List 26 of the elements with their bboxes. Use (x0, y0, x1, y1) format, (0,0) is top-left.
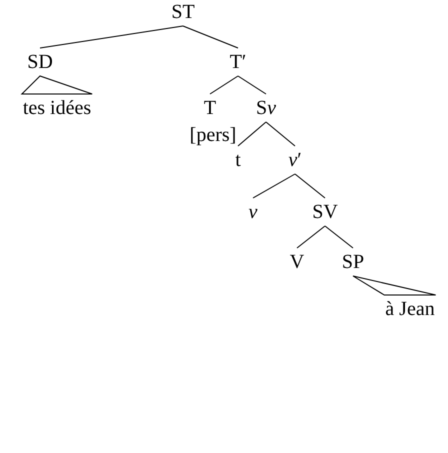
triangle-branch (352, 276, 436, 296)
tree-node-label: v′ (287, 148, 303, 172)
tree-node-label: Sv (255, 96, 277, 120)
tree-node-label: SP (340, 250, 366, 274)
tree-branch (238, 122, 266, 146)
tree-node-label: t (234, 148, 242, 172)
tree-node-label: T′ (228, 50, 248, 74)
tree-node-label: SD (26, 50, 54, 74)
tree-branch (238, 76, 266, 94)
tree-branch (210, 76, 238, 94)
tree-branch (324, 226, 354, 248)
feature-label: [pers] (190, 125, 236, 145)
tree-node-label: V (288, 250, 306, 274)
tree-node-label: à Jean (384, 297, 436, 321)
tree-branch (266, 122, 296, 146)
tree-node-label: tes idées (22, 96, 92, 120)
tree-branch (40, 26, 184, 48)
tree-node-label: ST (170, 0, 196, 24)
triangle-branch (20, 75, 93, 94)
tree-branch (294, 174, 326, 198)
tree-node-label: T (202, 96, 218, 120)
tree-branch (182, 26, 238, 48)
tree-branch (252, 174, 296, 198)
tree-node-label: SV (311, 200, 339, 224)
tree-node-label: v (248, 200, 258, 224)
tree-branch (296, 226, 326, 248)
